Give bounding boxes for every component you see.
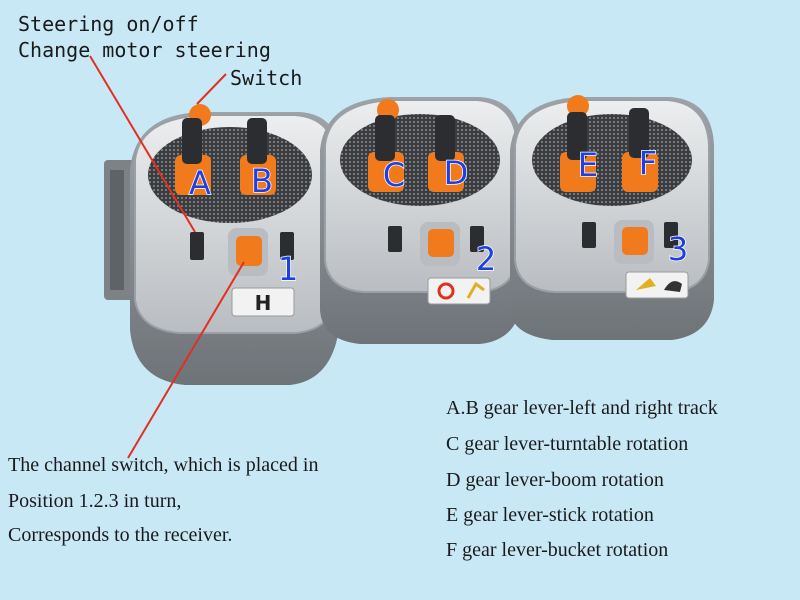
channel-switch-note-line-1: The channel switch, which is placed in <box>8 454 319 476</box>
lever-label-d: D <box>444 154 469 192</box>
channel-number-3: 3 <box>668 230 688 268</box>
motor-direction-toggle[interactable] <box>664 222 678 248</box>
gear-lever-b[interactable] <box>240 118 276 195</box>
legend-item-f: F gear lever-bucket rotation <box>446 539 669 561</box>
channel-switch-note-line-3: Corresponds to the receiver. <box>8 524 233 546</box>
controller-1: H <box>130 104 340 385</box>
stick-icon <box>636 278 656 290</box>
change-motor-steering-label: Change motor steering <box>18 38 271 62</box>
bucket-icon <box>664 281 682 292</box>
channel-number-1: 1 <box>278 250 298 288</box>
rotation-icon-plate <box>427 277 491 305</box>
legend-item-ab: A.B gear lever-left and right track <box>446 397 718 419</box>
channel-number-2: 2 <box>476 240 496 278</box>
legend-item-d: D gear lever-boom rotation <box>446 469 664 491</box>
gear-lever-d[interactable] <box>428 115 464 192</box>
speaker-grille <box>532 114 692 206</box>
power-switch-button[interactable] <box>567 95 589 117</box>
boom-icon <box>466 281 485 299</box>
gear-lever-a[interactable] <box>175 118 211 195</box>
controller-3 <box>510 95 714 340</box>
steering-toggle[interactable] <box>190 232 204 260</box>
legend-item-e: E gear lever-stick rotation <box>446 504 654 526</box>
callout-switch-line <box>196 73 227 105</box>
track-icon-plate <box>231 287 295 317</box>
channel-switch-1[interactable] <box>236 236 262 266</box>
lever-label-b: B <box>251 162 273 200</box>
gear-lever-c[interactable] <box>368 115 404 192</box>
controller-2 <box>320 97 522 344</box>
channel-switch-2[interactable] <box>428 229 454 257</box>
channel-switch-3[interactable] <box>622 227 648 255</box>
channel-switch-note-line-2: Position 1.2.3 in turn, <box>8 490 182 512</box>
h-drive-icon: H <box>255 291 272 315</box>
legend-item-c: C gear lever-turntable rotation <box>446 433 689 455</box>
rotation-icon <box>437 282 455 300</box>
lever-label-a: A <box>189 164 211 202</box>
callout-steering-line <box>89 55 196 233</box>
speaker-grille <box>148 127 312 223</box>
switch-label: Switch <box>230 66 303 90</box>
callout-channel-line <box>127 261 245 459</box>
lever-label-c: C <box>383 156 405 194</box>
lever-label-e: E <box>578 146 598 184</box>
motor-direction-toggle[interactable] <box>280 232 294 260</box>
steering-toggle[interactable] <box>582 222 596 248</box>
lever-label-f: F <box>639 144 657 182</box>
gear-lever-e[interactable] <box>560 112 596 192</box>
gear-lever-f[interactable] <box>622 108 658 192</box>
steering-toggle[interactable] <box>388 226 402 252</box>
bucket-icon-plate <box>625 271 689 299</box>
steering-on-off-label: Steering on/off <box>18 12 199 36</box>
speaker-grille <box>340 114 500 206</box>
motor-direction-toggle[interactable] <box>470 226 484 252</box>
